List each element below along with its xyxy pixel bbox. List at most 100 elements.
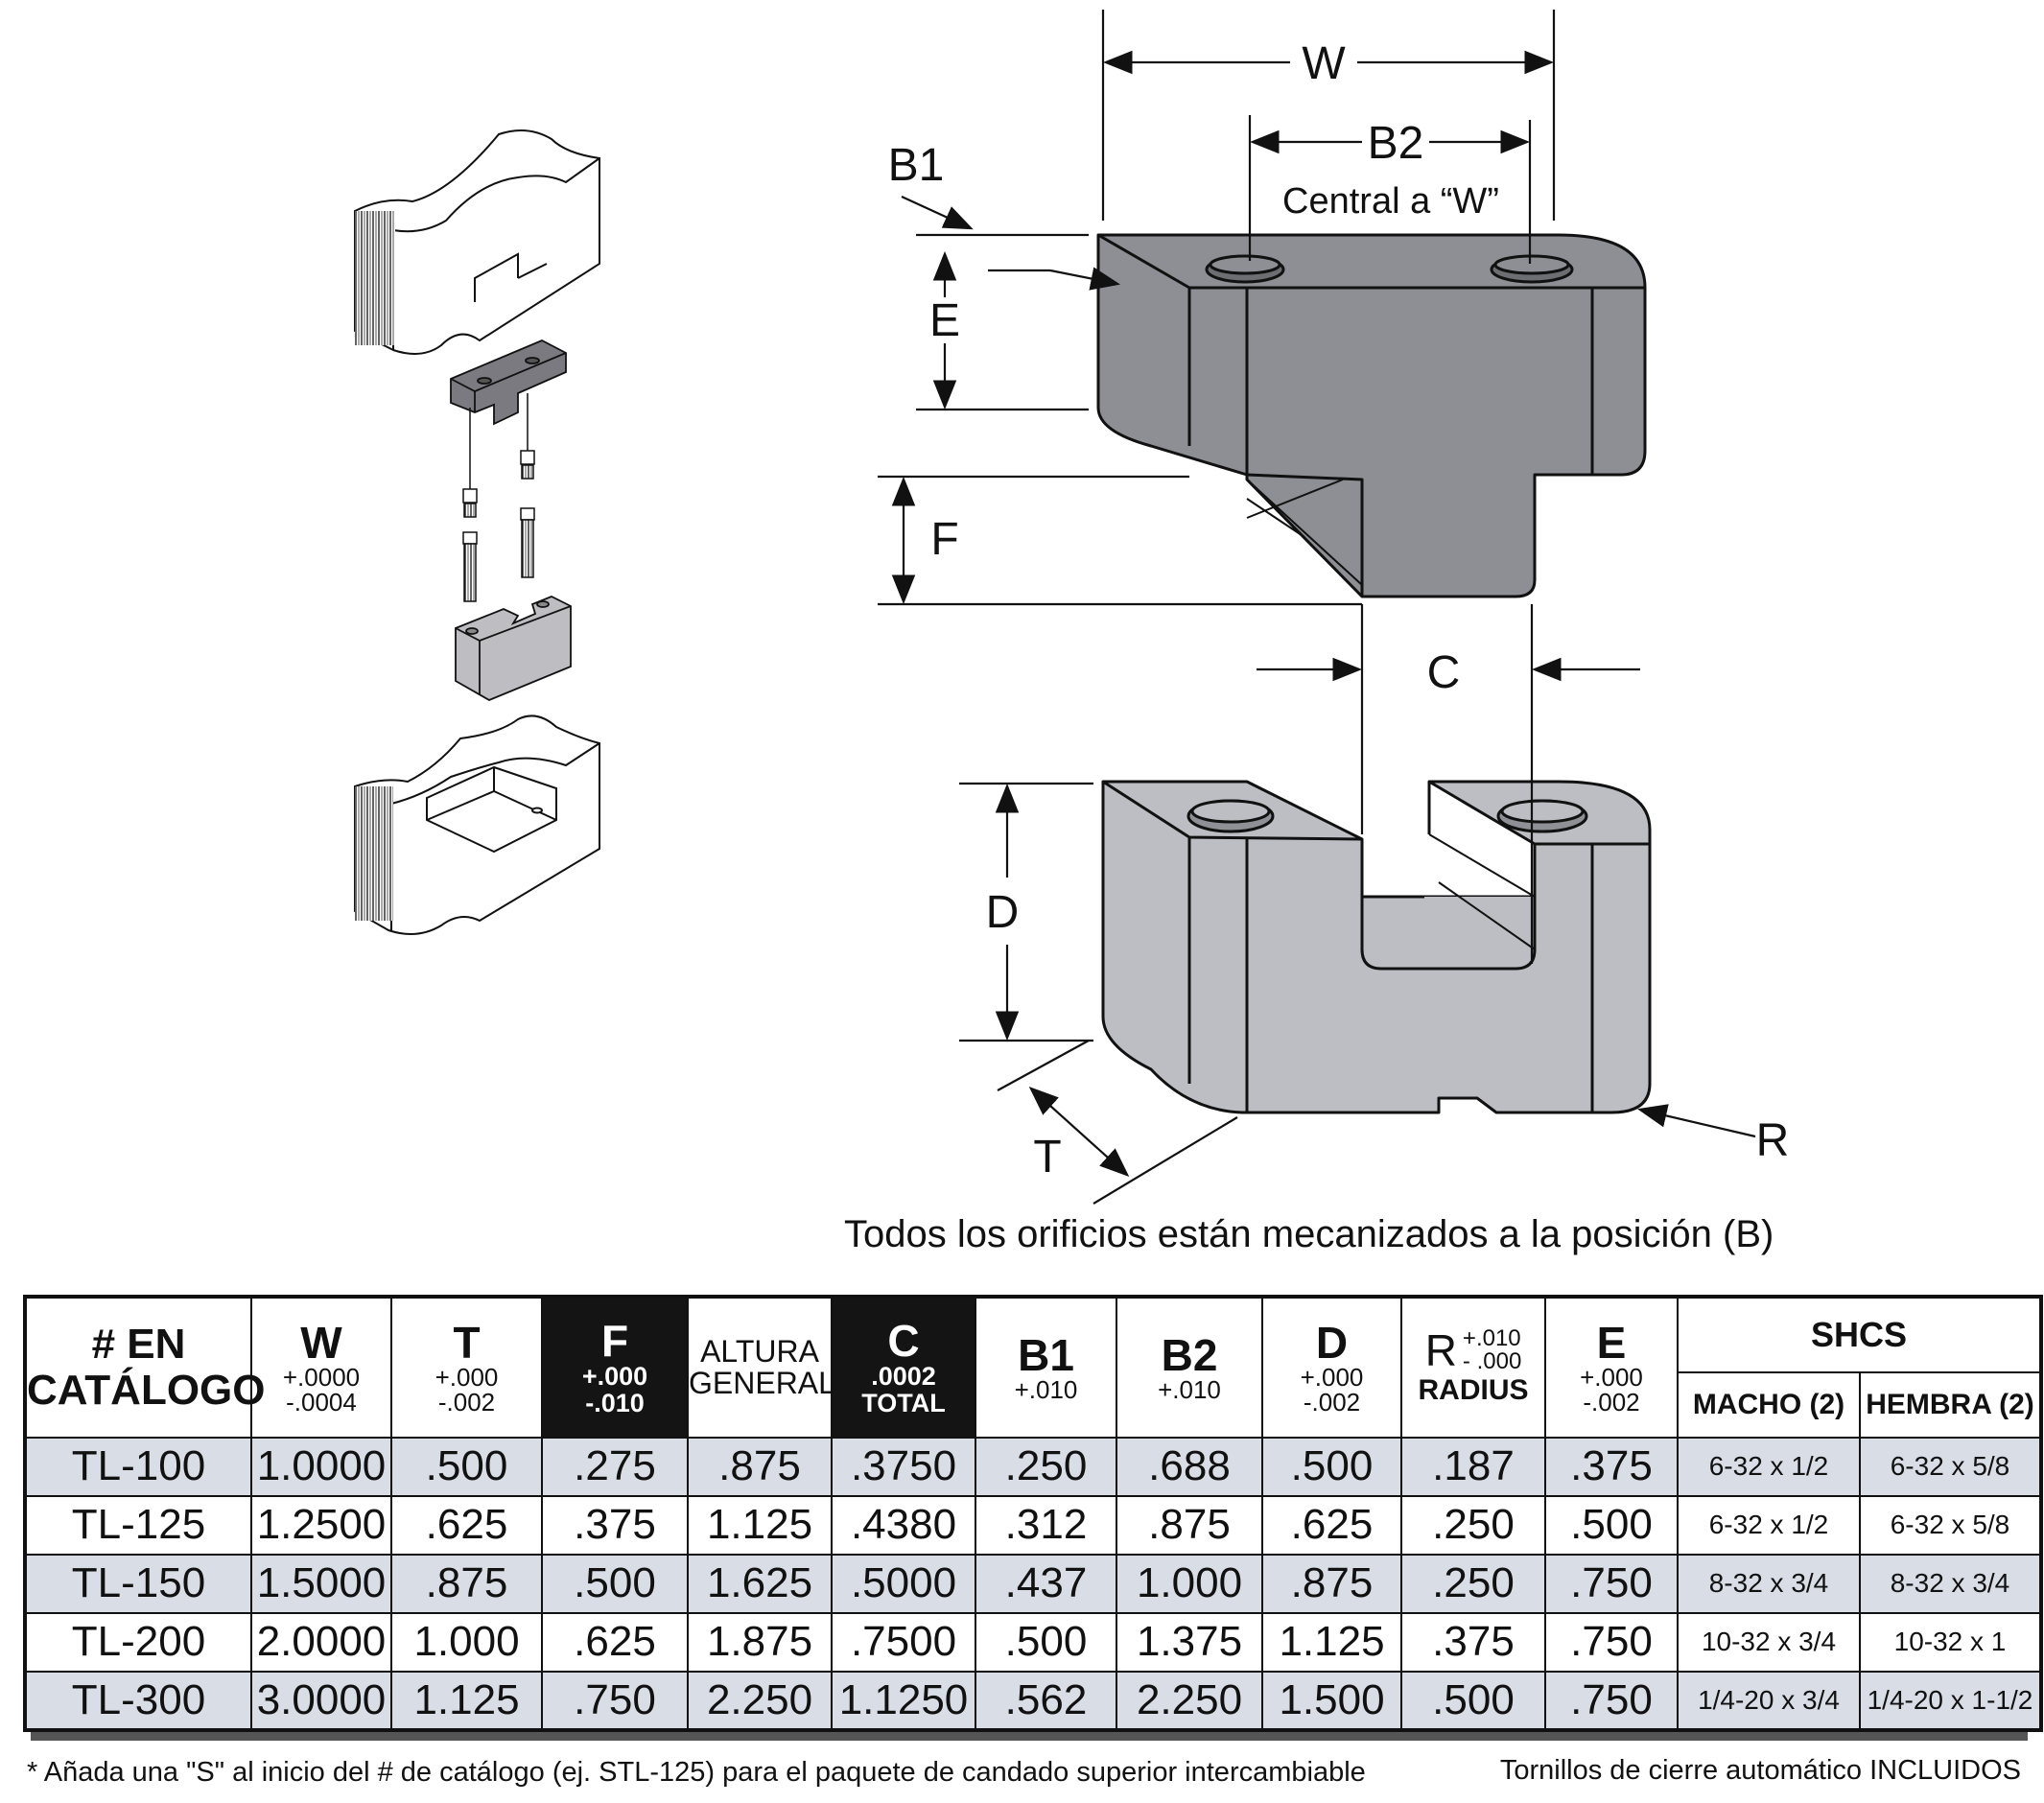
table-cell: 6-32 x 1/2: [1677, 1494, 1861, 1556]
table-cell: 1.125: [390, 1670, 543, 1732]
table-cell: 2.250: [687, 1670, 833, 1732]
table-cell: 1/4-20 x 3/4: [1677, 1670, 1861, 1732]
table-cell: .500: [1400, 1670, 1546, 1732]
table-cell: .500: [390, 1436, 543, 1497]
table-cell: .625: [541, 1611, 689, 1673]
header-shcs: SHCS: [1677, 1295, 2042, 1374]
table-cell: .250: [1400, 1553, 1546, 1614]
lower-lock-part: [455, 596, 572, 701]
table-cell: 8-32 x 3/4: [1859, 1553, 2042, 1614]
table-cell: 1.875: [687, 1611, 833, 1673]
table-cell: .750: [1544, 1611, 1679, 1673]
table-cell: .250: [1400, 1494, 1546, 1556]
table-cell: .500: [1544, 1494, 1679, 1556]
table-cell: .5000: [831, 1553, 976, 1614]
screws: [462, 393, 535, 602]
dim-label-F: F: [930, 514, 958, 565]
table-cell: 6-32 x 5/8: [1859, 1494, 2042, 1556]
header-B2: B2 +.010: [1116, 1296, 1263, 1439]
upper-mold-block: [354, 129, 600, 355]
table-cell: .437: [975, 1553, 1117, 1614]
table-cell: 6-32 x 5/8: [1859, 1436, 2042, 1497]
table-cell: 10-32 x 3/4: [1677, 1611, 1861, 1673]
table-cell: .875: [1261, 1553, 1402, 1614]
table-cell: 1.0000: [250, 1436, 392, 1497]
table-cell: 1.000: [1116, 1553, 1263, 1614]
table-cell: 1/4-20 x 1-1/2: [1859, 1670, 2042, 1732]
exploded-assembly-illustration: [354, 129, 600, 935]
dim-label-R: R: [1756, 1115, 1790, 1166]
catalog-cell: TL-125: [24, 1494, 252, 1556]
table-cell: 1.2500: [250, 1494, 392, 1556]
header-C: C .0002 TOTAL: [831, 1296, 976, 1439]
dim-label-B2-note: Central a “W”: [1282, 181, 1499, 222]
table-header-row-2: MACHO (2) HEMBRA (2): [25, 1371, 2042, 1439]
table-cell: .750: [1544, 1670, 1679, 1732]
header-D: D +.000 -.002: [1261, 1296, 1402, 1439]
header-hembra: HEMBRA (2): [1859, 1371, 2042, 1439]
table-header-row-1: # EN CATÁLOGO W +.0000 -.0004 T +.000 -.…: [24, 1295, 2042, 1439]
table-cell: 2.250: [1116, 1670, 1263, 1732]
table-cell: .500: [1261, 1436, 1402, 1497]
header-F: F +.000 -.010: [541, 1296, 689, 1439]
dim-label-B2: B2: [1368, 118, 1424, 169]
table-cell: 1.500: [1261, 1670, 1402, 1732]
table-cell: .375: [1400, 1611, 1546, 1673]
table-cell: .375: [541, 1494, 689, 1556]
header-B1: B1 +.010: [975, 1296, 1117, 1439]
table-cell: .875: [687, 1436, 833, 1497]
dim-label-E: E: [929, 295, 960, 346]
table-cell: 1.625: [687, 1553, 833, 1614]
lower-lock-block: [1101, 780, 1652, 1114]
table-cell: .875: [390, 1553, 543, 1614]
dim-label-B1: B1: [888, 140, 945, 191]
lower-mold-block: [354, 714, 600, 935]
table-cell: .625: [1261, 1494, 1402, 1556]
table-cell: 2.0000: [250, 1611, 392, 1673]
table-cell: .750: [1544, 1553, 1679, 1614]
table-cell: 8-32 x 3/4: [1677, 1553, 1861, 1614]
table-cell: 10-32 x 1: [1859, 1611, 2042, 1673]
catalog-cell: TL-300: [24, 1670, 252, 1732]
table-cell: .250: [975, 1436, 1117, 1497]
table-cell: 1.125: [687, 1494, 833, 1556]
catalog-cell: TL-100: [24, 1436, 252, 1497]
table-cell: 1.1250: [831, 1670, 976, 1732]
table-cell: .500: [541, 1553, 689, 1614]
dim-label-C: C: [1427, 647, 1461, 698]
header-catalog: # EN CATÁLOGO: [24, 1296, 266, 1439]
table-cell: .500: [975, 1611, 1117, 1673]
header-T: T +.000 -.002: [390, 1296, 543, 1439]
dim-label-W: W: [1302, 38, 1346, 89]
table-cell: .312: [975, 1494, 1117, 1556]
table-cell: .3750: [831, 1436, 976, 1497]
table-cell: .4380: [831, 1494, 976, 1556]
table-cell: .7500: [831, 1611, 976, 1673]
table-cell: .750: [541, 1670, 689, 1732]
table-cell: 1.375: [1116, 1611, 1263, 1673]
table-cell: 1.5000: [250, 1553, 392, 1614]
dim-label-T: T: [1033, 1132, 1061, 1182]
upper-lock-block: [1096, 233, 1647, 598]
header-E: E +.000 -.002: [1544, 1296, 1679, 1439]
catalog-cell: TL-150: [24, 1553, 252, 1614]
footer-screws-included: Tornillos de cierre automático INCLUIDOS: [1499, 1755, 2021, 1786]
header-R: R +.010 - .000 RADIUS: [1400, 1296, 1546, 1439]
footer-note: * Añada una "S" al inicio del # de catál…: [27, 1757, 1366, 1788]
header-W: W +.0000 -.0004: [250, 1296, 392, 1439]
table-cell: 1.125: [1261, 1611, 1402, 1673]
table-cell: .875: [1116, 1494, 1263, 1556]
table-cell: .562: [975, 1670, 1117, 1732]
table-cell: .275: [541, 1436, 689, 1497]
table-cell: 6-32 x 1/2: [1677, 1436, 1861, 1497]
table-cell: .625: [390, 1494, 543, 1556]
table-cell: .375: [1544, 1436, 1679, 1497]
specifications-table: # EN CATÁLOGO W +.0000 -.0004 T +.000 -.…: [23, 1295, 2043, 1732]
dim-label-D: D: [986, 887, 1020, 938]
dimensioned-lock-drawing: W B2 Central a “W” B1 E F C D T R: [878, 10, 1790, 1205]
